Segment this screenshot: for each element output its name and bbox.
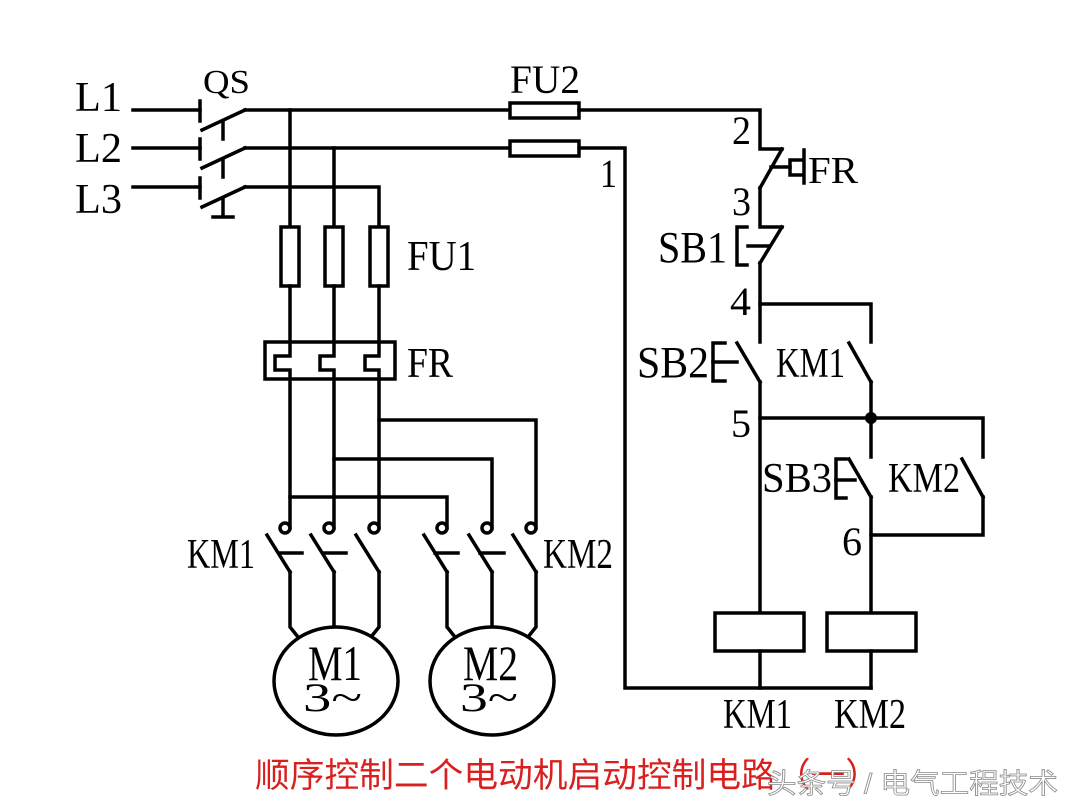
label-node-5: 5 (731, 401, 751, 446)
contactor-km2-main-contacts (421, 521, 539, 575)
label-node-3: 3 (732, 179, 751, 224)
motor-m2 (428, 625, 556, 737)
coil-km2 (825, 611, 918, 653)
label-fr-power: FR (407, 341, 453, 387)
wire-feed-km2-phase2 (332, 457, 494, 530)
km1-contact-3-terminal (367, 521, 381, 535)
sb2-blade (734, 340, 763, 385)
label-km2-power: KM2 (543, 532, 613, 578)
label-node-2: 2 (732, 108, 751, 153)
label-coil-km2: KM2 (834, 692, 906, 738)
stop-button-sb1 (735, 224, 785, 267)
wire-control-l1 (577, 108, 784, 151)
motor-m1 (272, 625, 400, 737)
label-node-1: 1 (600, 151, 617, 196)
km2-contact-2-terminal (480, 521, 494, 535)
km1-contact-2-terminal (322, 521, 336, 535)
fuse-fu2-2 (508, 139, 581, 158)
label-fu1: FU1 (407, 234, 476, 280)
label-motor-m1-rating: 3~ (303, 675, 362, 720)
wire-phase2-fr (318, 284, 336, 530)
label-l2: L2 (75, 126, 122, 172)
wire-feed-km2-phase1 (288, 495, 449, 530)
label-node-4: 4 (730, 279, 751, 324)
qs-link-3 (211, 196, 235, 219)
start-button-sb3 (834, 456, 874, 500)
wire-node5 (758, 416, 985, 459)
fuse-fu1-3 (368, 225, 390, 288)
sb1-actuator (735, 225, 749, 267)
label-sb1: SB1 (658, 223, 727, 272)
wire-l3-bus (243, 185, 381, 229)
wire-phase3-fr (363, 284, 381, 530)
power-circuit: L1 L2 L3 QS FU1 FR KM1 KM2 M1 3~ M2 3~ (75, 64, 613, 737)
label-motor-m1: M1 (308, 635, 362, 691)
wire-m2-lead-3 (525, 570, 538, 640)
label-fu2: FU2 (510, 57, 580, 102)
wire-control-l2-return (577, 146, 873, 690)
km1-contact-3-blade (353, 532, 382, 575)
label-l3: L3 (75, 177, 122, 223)
label-km1-power: KM1 (187, 532, 255, 578)
km1-hold-contact-blade (846, 340, 874, 385)
wire-feed-km2-phase3 (377, 418, 538, 530)
wire-node4-branch (758, 302, 873, 344)
wire-m2-lead-1 (445, 570, 458, 640)
thermal-relay-fr-box (263, 340, 397, 381)
junction-dot-node5 (865, 412, 877, 424)
sb1-blade (757, 224, 785, 266)
control-circuit: FU2 1 2 FR 3 SB1 4 SB2 KM1 5 SB3 KM2 6 K… (508, 57, 986, 738)
label-km2-hold: KM2 (888, 456, 960, 502)
wire-node3 (758, 186, 784, 229)
watermark: 头条号 / 电气工程技术 (767, 768, 1058, 799)
main-switch-qs (198, 99, 248, 219)
label-motor-m2-rating: 3~ (460, 675, 518, 720)
fuse-fu1-2 (323, 225, 345, 288)
sb3-blade (846, 456, 874, 500)
label-qs: QS (203, 64, 250, 101)
wire-m1-lead-3 (368, 570, 381, 640)
wire-phase1-fr (273, 284, 292, 530)
coil-km1 (713, 611, 806, 653)
label-node-6: 6 (842, 519, 862, 564)
km1-contact-1-terminal (278, 521, 292, 535)
label-km1-hold: KM1 (776, 341, 845, 387)
label-sb2: SB2 (637, 338, 709, 387)
thermal-contact-fr (757, 146, 806, 191)
wire-m1-lead-1 (288, 570, 301, 640)
diagram-title: 顺序控制二个电动机启动控制电路（一） (255, 757, 880, 795)
km2-hold-contact-blade (959, 456, 986, 500)
label-l1: L1 (75, 75, 122, 121)
fr-thermal-element (788, 158, 804, 177)
km2-contact-3-blade (510, 532, 539, 575)
km2-contact-3-terminal (524, 521, 538, 535)
fuse-fu1-1 (279, 225, 301, 288)
label-sb3: SB3 (762, 456, 832, 502)
label-motor-m2: M2 (463, 635, 518, 691)
contactor-km1-main-contacts (264, 521, 382, 575)
wire-node6 (869, 495, 985, 537)
start-button-sb2 (711, 340, 763, 385)
label-coil-km1: KM1 (723, 692, 792, 738)
label-fr-control: FR (808, 150, 859, 192)
fuse-fu2-1 (508, 101, 581, 120)
km2-contact-1-terminal (435, 521, 449, 535)
